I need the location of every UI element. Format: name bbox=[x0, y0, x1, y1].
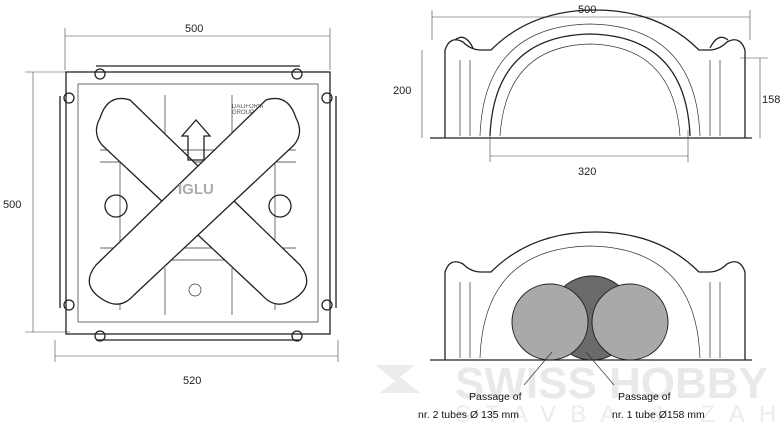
arrow-up-icon bbox=[180, 119, 212, 161]
tube-135mm-right bbox=[591, 283, 669, 361]
tube-view: Passage of nr. 2 tubes Ø 135 mm Passage … bbox=[418, 231, 752, 421]
elevation-dim-left: 200 bbox=[393, 85, 411, 97]
watermark-subtitle: STAVBA & ZAHRADA bbox=[455, 401, 784, 425]
iglu-logo: IGLU bbox=[178, 181, 214, 198]
label-one-tube-line2: nr. 1 tube Ø158 mm bbox=[612, 409, 705, 421]
label-two-tubes-line2: nr. 2 tubes Ø 135 mm bbox=[418, 409, 519, 421]
plan-dim-bottom: 520 bbox=[183, 375, 201, 387]
plan-dim-left: 500 bbox=[3, 199, 21, 211]
watermark: SWISS HOBBY STAVBA & ZAHRADA bbox=[375, 359, 784, 425]
plan-dim-top: 500 bbox=[185, 23, 203, 35]
daliform-label: DALIFORM GROUP bbox=[232, 104, 264, 116]
plan-view: 500 500 520 bbox=[3, 23, 339, 387]
elevation-view: 500 200 158 320 bbox=[393, 4, 780, 178]
tube-135mm-left bbox=[511, 283, 589, 361]
elevation-dim-right: 158 bbox=[762, 94, 780, 106]
elevation-dim-bottom: 320 bbox=[578, 166, 596, 178]
watermark-title: SWISS HOBBY bbox=[455, 359, 768, 408]
label-one-tube-line1: Passage of bbox=[618, 391, 671, 403]
label-two-tubes-line1: Passage of bbox=[469, 391, 522, 403]
